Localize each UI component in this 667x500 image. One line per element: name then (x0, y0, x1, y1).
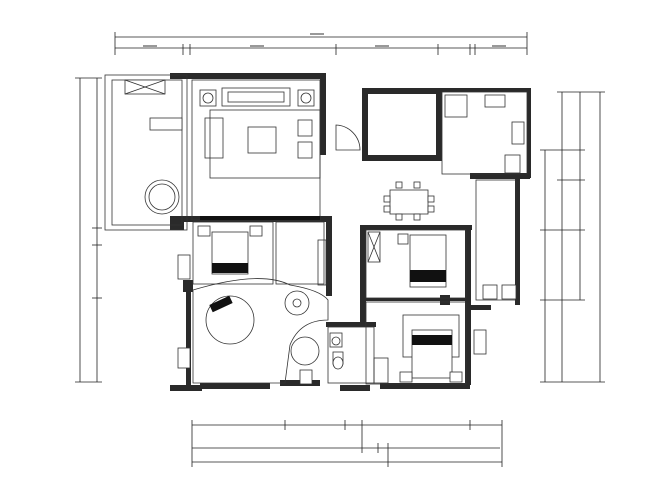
dimension-top (114, 32, 528, 55)
dimension-bottom (191, 420, 503, 467)
bedroom-1 (192, 216, 327, 286)
dining-table (383, 181, 435, 221)
kitchen (441, 91, 528, 301)
dimension-right (540, 91, 605, 383)
dimension-left (75, 77, 102, 383)
master-bedroom (365, 301, 487, 385)
walls (170, 73, 531, 391)
bathroom (327, 326, 389, 384)
bedroom-2 (365, 229, 467, 299)
living-room (191, 79, 361, 221)
balcony-left (104, 74, 191, 280)
study-room (177, 278, 329, 385)
